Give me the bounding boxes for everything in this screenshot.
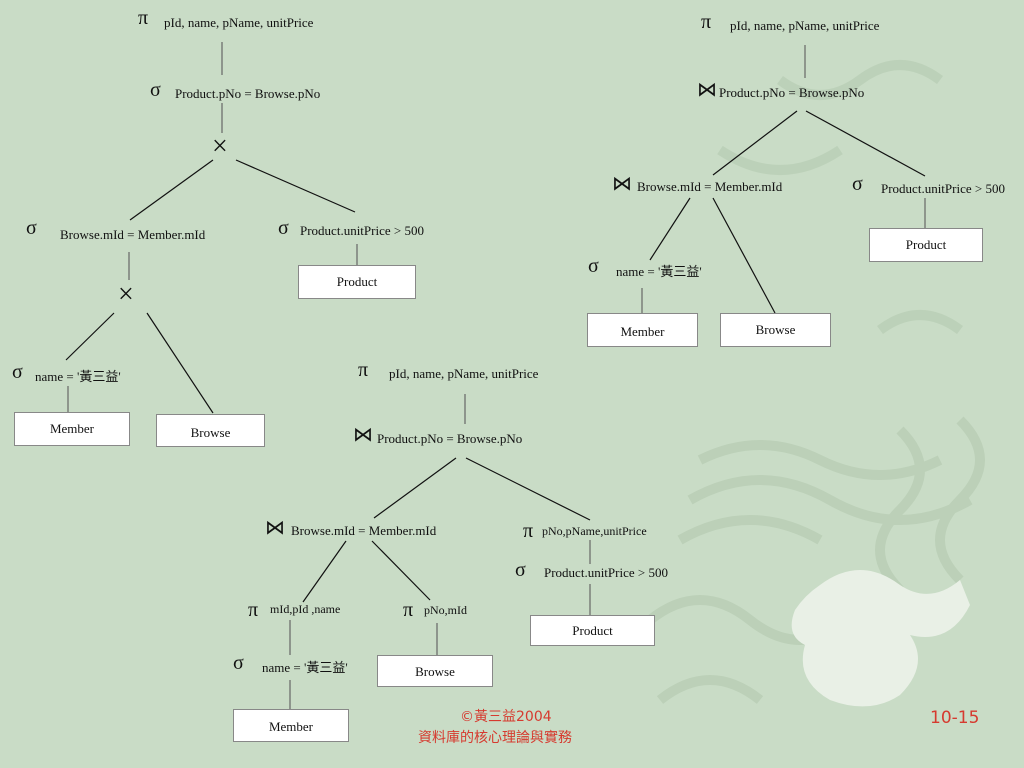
tree2-selection-leaf: name = '黃三益' <box>616 264 702 279</box>
footer-book-title: 資料庫的核心理論與實務 <box>418 730 572 746</box>
tree3-join-top: Product.pNo = Browse.pNo <box>377 431 523 446</box>
selection-symbol-icon: σ <box>12 361 23 383</box>
projection-symbol-icon: π <box>358 359 369 381</box>
join-symbol-icon: ⋈ <box>697 79 717 101</box>
tree2-product-table: Product <box>869 228 983 262</box>
tree3-browse-table: Browse <box>377 655 493 687</box>
tree3-proj-right: pNo,pName,unitPrice <box>542 524 647 538</box>
join-symbol-icon: ⋈ <box>353 424 373 446</box>
tree3-member-table: Member <box>233 709 349 742</box>
dragon-emblem <box>791 570 970 707</box>
tree1-selection-right: Product.unitPrice > 500 <box>300 223 424 238</box>
tree3-proj-browse: pNo,mId <box>424 603 467 617</box>
tree3-product-table: Product <box>530 615 655 646</box>
tree1-product-table: Product <box>298 265 416 299</box>
selection-symbol-icon: σ <box>26 217 37 239</box>
cross-product-icon: × <box>212 131 228 162</box>
tree2-projection-attrs: pId, name, pName, unitPrice <box>730 18 880 33</box>
projection-symbol-icon: π <box>403 599 414 621</box>
tree1-selection-top: Product.pNo = Browse.pNo <box>175 86 321 101</box>
projection-symbol-icon: π <box>138 7 149 29</box>
selection-symbol-icon: σ <box>278 217 289 239</box>
projection-symbol-icon: π <box>701 11 712 33</box>
tree1-browse-table: Browse <box>156 414 265 447</box>
projection-symbol-icon: π <box>248 599 259 621</box>
tree3-selection-right: Product.unitPrice > 500 <box>544 565 668 580</box>
selection-symbol-icon: σ <box>852 173 863 195</box>
selection-symbol-icon: σ <box>233 652 244 674</box>
tree1-selection-leaf: name = '黃三益' <box>35 369 121 384</box>
tree2-join-top: Product.pNo = Browse.pNo <box>719 85 865 100</box>
tree2-member-table: Member <box>587 313 698 347</box>
page-number: 10-15 <box>930 708 980 728</box>
tree3-projection-attrs: pId, name, pName, unitPrice <box>389 366 539 381</box>
tree2-browse-table: Browse <box>720 313 831 347</box>
tree3-selection-leaf: name = '黃三益' <box>262 660 348 675</box>
join-symbol-icon: ⋈ <box>612 173 632 195</box>
tree3-join-left: Browse.mId = Member.mId <box>291 523 437 538</box>
selection-symbol-icon: σ <box>515 559 526 581</box>
tree1-member-table: Member <box>14 412 130 446</box>
tree3-proj-member: mId,pId ,name <box>270 602 341 616</box>
selection-symbol-icon: σ <box>150 79 161 101</box>
footer-copyright: ©黃三益2004 <box>460 709 552 725</box>
tree1-projection-attrs: pId, name, pName, unitPrice <box>164 15 314 30</box>
cross-product-icon: × <box>118 279 134 310</box>
selection-symbol-icon: σ <box>588 255 599 277</box>
projection-symbol-icon: π <box>523 520 534 542</box>
tree2-join-left: Browse.mId = Member.mId <box>637 179 783 194</box>
join-symbol-icon: ⋈ <box>265 517 285 539</box>
tree1-selection-left: Browse.mId = Member.mId <box>60 227 206 242</box>
tree2-selection-right: Product.unitPrice > 500 <box>881 181 1005 196</box>
